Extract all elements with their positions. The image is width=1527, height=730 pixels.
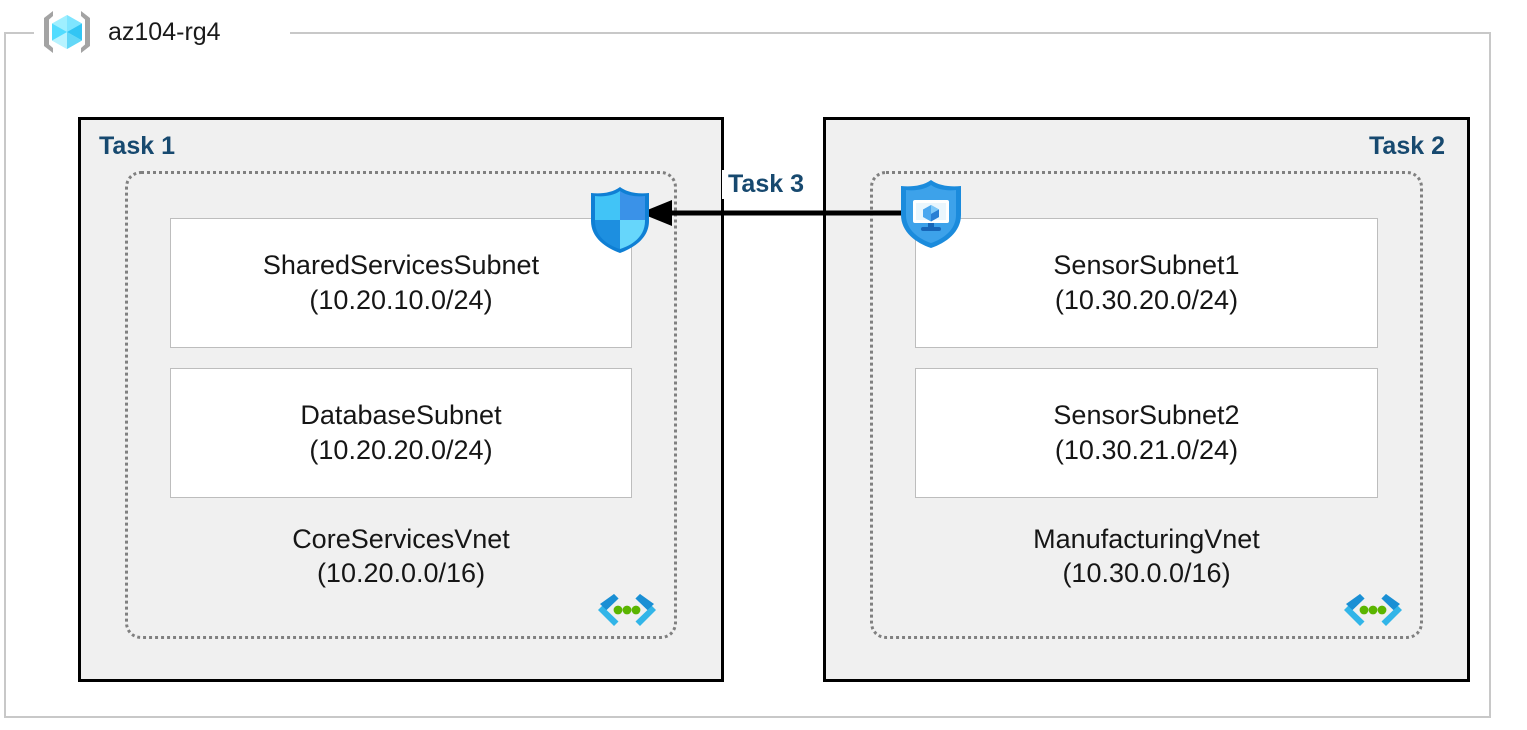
network-security-group-shield-icon — [586, 184, 654, 256]
vnet-footer: CoreServicesVnet (10.20.0.0/16) — [128, 524, 674, 589]
network-watcher-shield-monitor-icon — [896, 177, 966, 251]
task-1-label: Task 1 — [99, 132, 175, 160]
manufacturing-vnet-boundary: SensorSubnet1 (10.30.20.0/24) SensorSubn… — [870, 171, 1423, 639]
subnet-sensor-2: SensorSubnet2 (10.30.21.0/24) — [915, 368, 1378, 498]
task-3-label: Task 3 — [722, 170, 810, 199]
subnet-cidr: (10.20.10.0/24) — [309, 284, 493, 315]
task-3-connector-arrow — [636, 198, 916, 228]
resource-group-legend: az104-rg4 — [40, 8, 221, 56]
vnet-cidr: (10.20.0.0/16) — [316, 558, 486, 589]
core-services-vnet-boundary: SharedServicesSubnet (10.20.10.0/24) Dat… — [125, 171, 677, 639]
vnet-cidr: (10.30.0.0/16) — [1062, 558, 1231, 589]
subnet-shared-services: SharedServicesSubnet (10.20.10.0/24) — [170, 218, 632, 348]
virtual-network-icon — [594, 590, 660, 630]
resource-group-cube-icon — [40, 8, 94, 56]
subnet-database: DatabaseSubnet (10.20.20.0/24) — [170, 368, 632, 498]
subnet-sensor-1: SensorSubnet1 (10.30.20.0/24) — [915, 218, 1378, 348]
vnet-name: ManufacturingVnet — [1033, 524, 1260, 554]
subnet-cidr: (10.30.20.0/24) — [1054, 284, 1239, 315]
subnet-name: DatabaseSubnet — [300, 400, 502, 431]
vnet-footer: ManufacturingVnet (10.30.0.0/16) — [873, 524, 1420, 589]
subnet-name: SensorSubnet2 — [1053, 400, 1240, 431]
resource-group-legend-gap — [34, 24, 290, 42]
virtual-network-icon — [1340, 590, 1406, 630]
vnet-name: CoreServicesVnet — [292, 524, 510, 554]
subnet-name: SensorSubnet1 — [1053, 250, 1240, 281]
subnet-cidr: (10.30.21.0/24) — [1054, 434, 1239, 465]
task-2-label: Task 2 — [1369, 132, 1445, 160]
resource-group-name: az104-rg4 — [108, 17, 221, 46]
resource-group-frame — [4, 32, 1491, 718]
subnet-name: SharedServicesSubnet — [262, 250, 540, 281]
subnet-cidr: (10.20.20.0/24) — [309, 434, 493, 465]
